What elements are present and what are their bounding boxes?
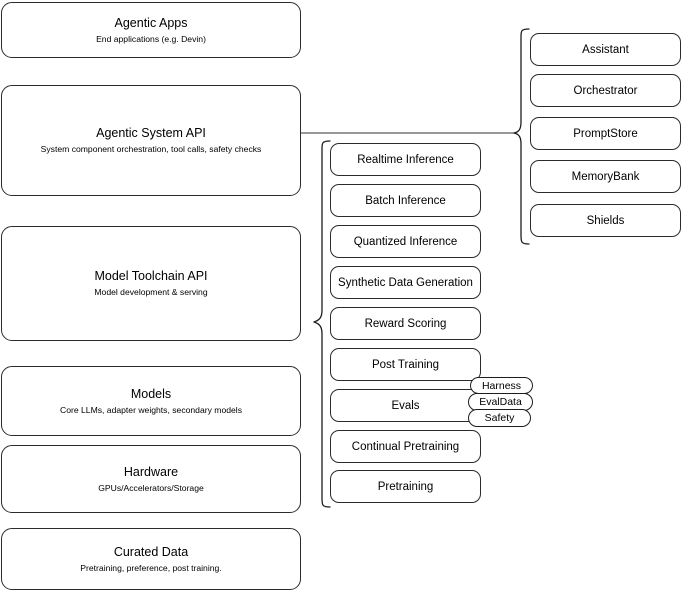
component-label: Reward Scoring bbox=[364, 317, 447, 330]
layer-models[interactable]: Models Core LLMs, adapter weights, secon… bbox=[1, 366, 301, 436]
layer-title: Model Toolchain API bbox=[94, 269, 208, 283]
component-pretraining[interactable]: Pretraining bbox=[330, 470, 481, 503]
component-orchestrator[interactable]: Orchestrator bbox=[530, 74, 681, 107]
component-label: PromptStore bbox=[573, 127, 638, 140]
component-realtime-inference[interactable]: Realtime Inference bbox=[330, 143, 481, 176]
layer-title: Agentic System API bbox=[96, 126, 206, 140]
layer-title: Agentic Apps bbox=[114, 15, 188, 30]
component-label: Assistant bbox=[582, 43, 629, 56]
layer-model-toolchain-api[interactable]: Model Toolchain API Model development & … bbox=[1, 226, 301, 341]
component-batch-inference[interactable]: Batch Inference bbox=[330, 184, 481, 217]
layer-subtitle: Model development & serving bbox=[94, 287, 208, 297]
component-label: Quantized Inference bbox=[353, 235, 458, 248]
component-label: Synthetic Data Generation bbox=[338, 276, 473, 289]
component-label: Continual Pretraining bbox=[351, 440, 460, 453]
component-label: Shields bbox=[586, 214, 625, 227]
component-post-training[interactable]: Post Training bbox=[330, 348, 481, 381]
component-reward-scoring[interactable]: Reward Scoring bbox=[330, 307, 481, 340]
component-assistant[interactable]: Assistant bbox=[530, 33, 681, 66]
layer-subtitle: Pretraining, preference, post training. bbox=[80, 562, 222, 573]
component-label: MemoryBank bbox=[571, 170, 640, 183]
badge-label: Harness bbox=[481, 379, 522, 392]
component-label: Evals bbox=[391, 399, 420, 412]
layer-subtitle: System component orchestration, tool cal… bbox=[40, 144, 262, 154]
component-evals[interactable]: Evals bbox=[330, 389, 481, 422]
layer-agentic-apps[interactable]: Agentic Apps End applications (e.g. Devi… bbox=[1, 2, 301, 58]
component-label: Post Training bbox=[371, 358, 440, 371]
layer-title: Curated Data bbox=[113, 544, 189, 559]
layer-agentic-system-api[interactable]: Agentic System API System component orch… bbox=[1, 85, 301, 196]
layer-curated-data[interactable]: Curated Data Pretraining, preference, po… bbox=[1, 528, 301, 590]
badge-label: EvalData bbox=[479, 396, 522, 408]
layer-hardware[interactable]: Hardware GPUs/Accelerators/Storage bbox=[1, 445, 301, 513]
agentic-system-connector-line bbox=[301, 126, 516, 142]
layer-title: Models bbox=[130, 386, 172, 401]
component-promptstore[interactable]: PromptStore bbox=[530, 117, 681, 150]
layer-subtitle: GPUs/Accelerators/Storage bbox=[98, 482, 204, 493]
component-synthetic-data-generation[interactable]: Synthetic Data Generation bbox=[330, 266, 481, 299]
badge-safety[interactable]: Safety bbox=[468, 409, 531, 427]
layer-subtitle: Core LLMs, adapter weights, secondary mo… bbox=[60, 404, 242, 415]
component-quantized-inference[interactable]: Quantized Inference bbox=[330, 225, 481, 258]
component-memorybank[interactable]: MemoryBank bbox=[530, 160, 681, 193]
component-label: Orchestrator bbox=[573, 84, 638, 97]
layer-subtitle: End applications (e.g. Devin) bbox=[96, 33, 206, 44]
component-shields[interactable]: Shields bbox=[530, 204, 681, 237]
component-label: Pretraining bbox=[377, 480, 434, 493]
component-continual-pretraining[interactable]: Continual Pretraining bbox=[330, 430, 481, 463]
badge-label: Safety bbox=[484, 412, 515, 424]
layer-title: Hardware bbox=[123, 464, 179, 479]
component-label: Realtime Inference bbox=[357, 153, 454, 166]
badge-harness[interactable]: Harness bbox=[470, 377, 533, 394]
component-label: Batch Inference bbox=[365, 194, 446, 207]
